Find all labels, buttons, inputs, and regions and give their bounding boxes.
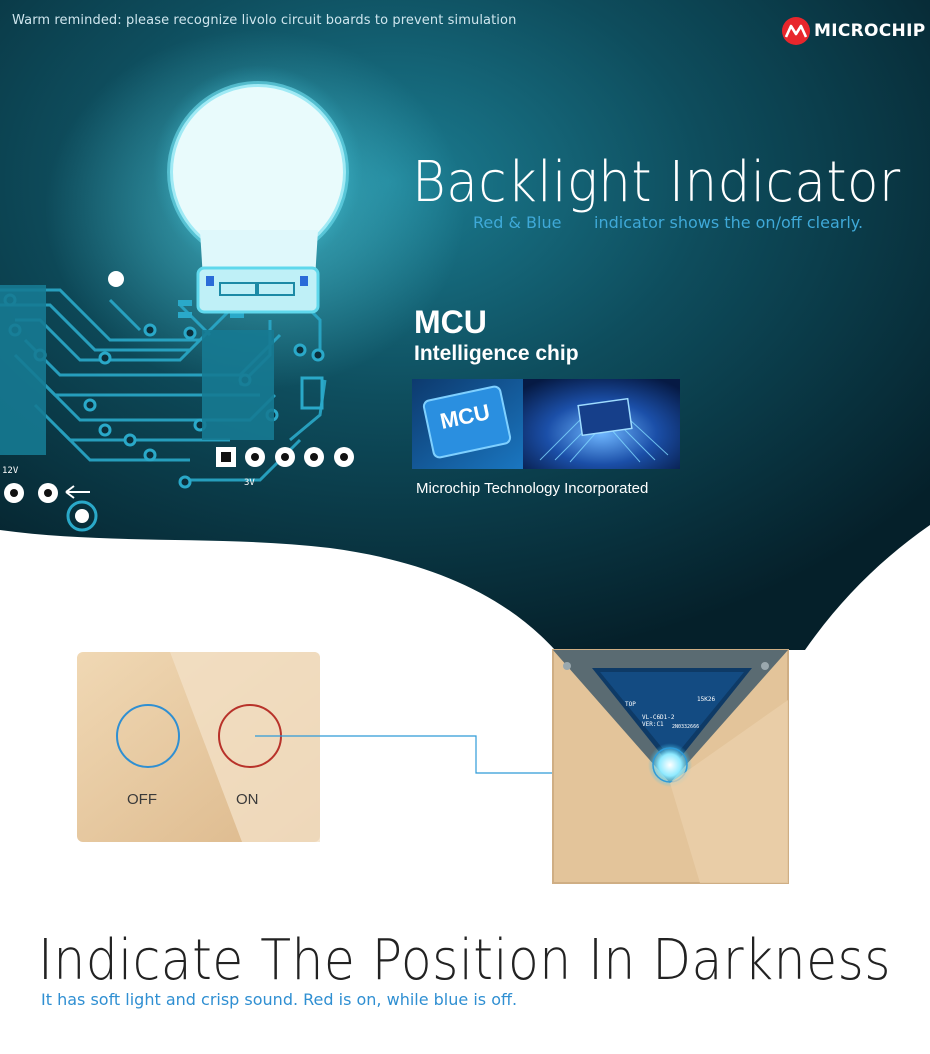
pcb-label-12v: 12V — [2, 466, 19, 476]
bottom-subtitle: It has soft light and crisp sound. Red i… — [41, 990, 518, 1009]
authenticity-warning: Warm reminded: please recognize livolo c… — [12, 13, 517, 28]
on-label: ON — [236, 791, 259, 808]
backlight-subtitle-colors: Red & Blue — [473, 213, 562, 232]
pcb-label-3v: 3V — [244, 478, 255, 488]
mcu-credit: Microchip Technology Incorporated — [416, 480, 649, 497]
closeup-label-top: TOP — [625, 701, 636, 708]
backlight-subtitle-description: indicator shows the on/off clearly. — [594, 213, 864, 232]
bottom-title: Indicate The Position In Darkness — [38, 928, 891, 993]
mcu-title: MCU — [414, 304, 487, 340]
mcu-subtitle: Intelligence chip — [414, 342, 579, 365]
brand-logo: MICROCHIP — [780, 14, 925, 48]
closeup-label-model: VL-C6D1-2 — [642, 714, 675, 721]
backlight-title: Backlight Indicator — [412, 150, 901, 215]
brand-name: MICROCHIP — [814, 21, 926, 41]
closeup-label-code: 15K26 — [697, 696, 716, 703]
closeup-label-serial: 2N0332666 — [672, 724, 700, 730]
closeup-label-ver: VER:C1 — [642, 721, 664, 728]
off-label: OFF — [127, 791, 157, 808]
